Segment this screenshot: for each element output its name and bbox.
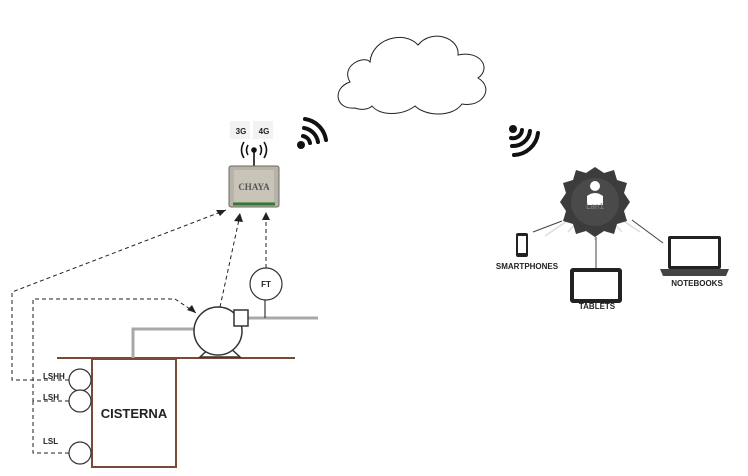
user-hub-badge-text: Lan1 — [586, 202, 604, 211]
lshh-sensor — [68, 368, 92, 392]
cistern-tank — [91, 358, 177, 468]
smartphones-label: SMARTPHONES — [496, 262, 559, 271]
signal-lines — [11, 209, 267, 454]
lshh-label: LSHH — [43, 372, 65, 381]
gateway-3g-label: 3G — [236, 127, 247, 136]
notebook-icon — [660, 236, 729, 276]
tablets-label: TABLETS — [579, 302, 616, 311]
device-links — [532, 219, 664, 268]
lsl-sensor — [68, 441, 92, 465]
lsh-label: LSH — [43, 393, 59, 402]
antenna-icon — [240, 141, 268, 166]
gateway-device: CHAYA — [228, 165, 280, 208]
signal-arrowheads — [187, 210, 270, 313]
gateway-brand: CHAYA — [238, 182, 270, 192]
tablet-icon — [570, 268, 622, 303]
smartphone-icon — [516, 233, 528, 257]
gateway-4g-badge — [253, 121, 273, 139]
gateway-3g-badge — [230, 121, 250, 139]
notebooks-label: NOTEBOOKS — [671, 279, 723, 288]
pump — [193, 306, 249, 358]
ft-label: FT — [261, 280, 271, 289]
lsh-sensor — [68, 389, 92, 413]
suction-pipe — [131, 327, 196, 358]
cloud-icon — [337, 35, 487, 115]
gateway-4g-label: 4G — [259, 127, 270, 136]
lsl-label: LSL — [43, 437, 58, 446]
user-icon — [587, 181, 603, 205]
cistern-label: CISTERNA — [101, 406, 168, 421]
wifi-signal-icon — [297, 117, 328, 149]
wifi-signal-icon-right — [509, 125, 540, 157]
